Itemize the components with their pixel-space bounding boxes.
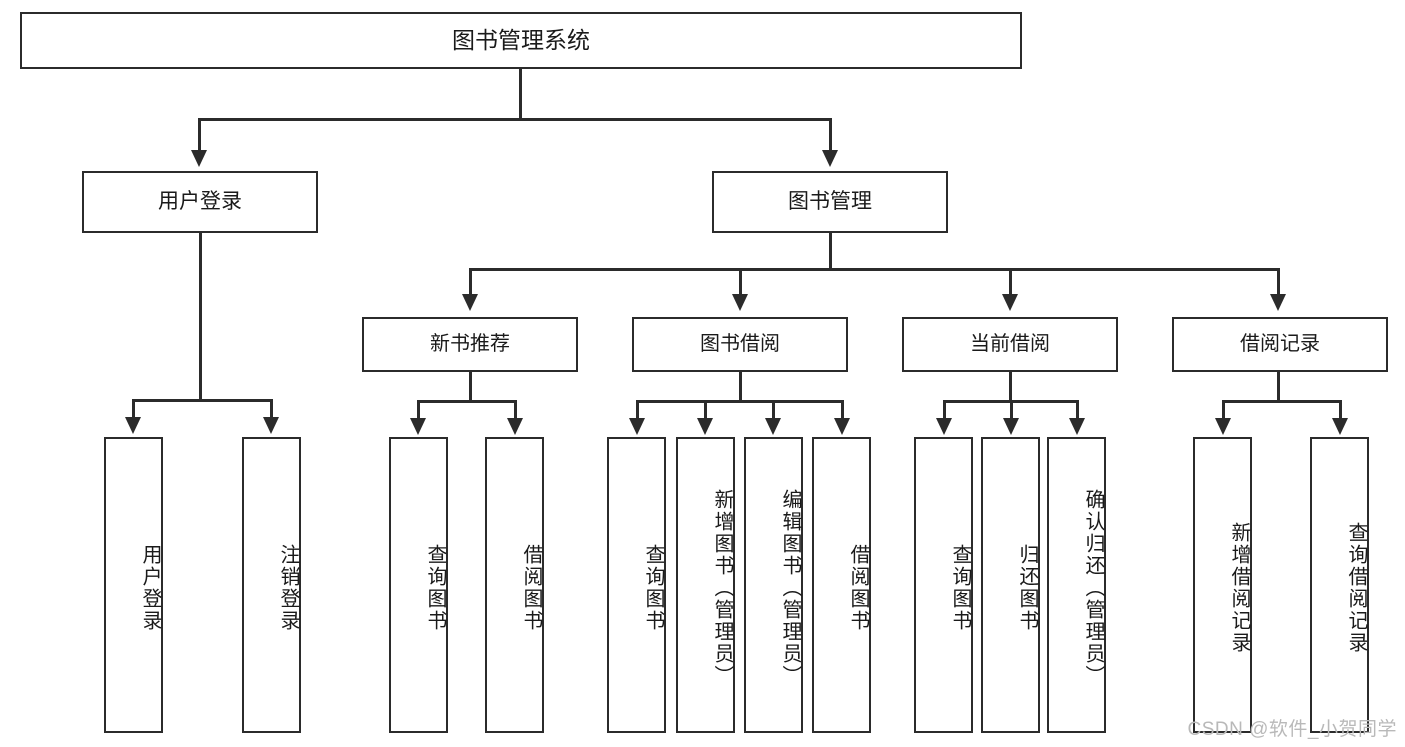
connector-user-login-to-leaf-1 <box>132 399 135 419</box>
node-root[interactable]: 图书管理系统 <box>20 12 1022 69</box>
connector-nbr-trunk <box>469 372 472 402</box>
node-label: 图书管理 <box>788 190 872 214</box>
csdn-watermark: CSDN @软件_小贺同学 <box>1187 719 1397 740</box>
node-label: 图书借阅 <box>700 333 780 356</box>
arrow-cb-to-leaf-2 <box>1003 418 1019 435</box>
connector-root-trunk <box>519 69 522 119</box>
node-leaf-add-record[interactable]: 新增借阅记录 <box>1193 437 1252 733</box>
connector-bb-to-leaf-1 <box>636 400 639 420</box>
arrow-br-to-leaf-2 <box>1332 418 1348 435</box>
arrow-nbr-to-leaf-1 <box>410 418 426 435</box>
node-label: 当前借阅 <box>970 333 1050 356</box>
node-leaf-borrow-book-1[interactable]: 借阅图书 <box>485 437 544 733</box>
node-new-book-recommend[interactable]: 新书推荐 <box>362 317 578 372</box>
connector-nbr-to-leaf-2 <box>514 400 517 420</box>
connector-br-to-leaf-1 <box>1222 400 1225 420</box>
connector-book-manage-trunk <box>829 233 832 269</box>
arrow-nbr-to-leaf-2 <box>507 418 523 435</box>
arrow-bb-to-leaf-1 <box>629 418 645 435</box>
connector-bb-bus <box>636 400 842 403</box>
node-book-manage[interactable]: 图书管理 <box>712 171 948 233</box>
node-label: 借阅图书 <box>520 544 542 632</box>
connector-user-login-to-leaf-2 <box>270 399 273 419</box>
node-leaf-add-book[interactable]: 新增图书（管理员） <box>676 437 735 733</box>
node-label: 用户登录 <box>139 544 161 632</box>
connector-bm-to-borrow-record <box>1277 268 1280 296</box>
arrow-bm-to-new-book <box>462 294 478 311</box>
connector-cb-to-leaf-3 <box>1076 400 1079 420</box>
node-label: 查询图书 <box>642 544 664 632</box>
arrow-bb-to-leaf-3 <box>765 418 781 435</box>
node-leaf-query-book-1[interactable]: 查询图书 <box>389 437 448 733</box>
node-leaf-query-book-3[interactable]: 查询图书 <box>914 437 973 733</box>
connector-bm-to-new-book <box>469 268 472 296</box>
node-label: 归还图书 <box>1016 544 1038 632</box>
connector-bm-to-book-borrow <box>739 268 742 296</box>
node-current-borrow[interactable]: 当前借阅 <box>902 317 1118 372</box>
node-label: 注销登录 <box>277 544 299 632</box>
connector-cb-trunk <box>1009 372 1012 402</box>
arrow-bb-to-leaf-2 <box>697 418 713 435</box>
node-leaf-user-login[interactable]: 用户登录 <box>104 437 163 733</box>
node-leaf-edit-book[interactable]: 编辑图书（管理员） <box>744 437 803 733</box>
arrow-user-login-to-leaf-2 <box>263 417 279 434</box>
node-label: 用户登录 <box>158 190 242 214</box>
node-label: 新增借阅记录 <box>1228 522 1250 654</box>
connector-root-bus <box>198 118 832 121</box>
arrow-bm-to-book-borrow <box>732 294 748 311</box>
node-leaf-query-record[interactable]: 查询借阅记录 <box>1310 437 1369 733</box>
node-leaf-borrow-book-2[interactable]: 借阅图书 <box>812 437 871 733</box>
connector-br-trunk <box>1277 372 1280 402</box>
arrow-br-to-leaf-1 <box>1215 418 1231 435</box>
node-label: 图书管理系统 <box>452 26 590 53</box>
arrow-cb-to-leaf-3 <box>1069 418 1085 435</box>
arrow-cb-to-leaf-1 <box>936 418 952 435</box>
connector-book-manage-bus <box>469 268 1279 271</box>
connector-bb-to-leaf-2 <box>704 400 707 420</box>
node-leaf-user-logout[interactable]: 注销登录 <box>242 437 301 733</box>
node-user-login[interactable]: 用户登录 <box>82 171 318 233</box>
connector-br-bus <box>1222 400 1341 403</box>
node-label: 查询图书 <box>949 544 971 632</box>
connector-root-to-user-login <box>198 118 201 152</box>
connector-bm-to-current-borrow <box>1009 268 1012 296</box>
connector-bb-trunk <box>739 372 742 402</box>
node-label: 编辑图书（管理员） <box>779 489 801 687</box>
connector-user-login-trunk <box>199 233 202 401</box>
node-label: 确认归还（管理员） <box>1082 489 1104 687</box>
arrow-user-login-to-leaf-1 <box>125 417 141 434</box>
arrow-bm-to-current-borrow <box>1002 294 1018 311</box>
connector-root-to-book-manage <box>829 118 832 152</box>
arrow-bm-to-borrow-record <box>1270 294 1286 311</box>
node-leaf-confirm-return[interactable]: 确认归还（管理员） <box>1047 437 1106 733</box>
arrow-root-to-book-manage <box>822 150 838 167</box>
node-leaf-query-book-2[interactable]: 查询图书 <box>607 437 666 733</box>
arrow-bb-to-leaf-4 <box>834 418 850 435</box>
node-borrow-record[interactable]: 借阅记录 <box>1172 317 1388 372</box>
node-label: 查询图书 <box>424 544 446 632</box>
node-leaf-return-book[interactable]: 归还图书 <box>981 437 1040 733</box>
connector-cb-to-leaf-1 <box>943 400 946 420</box>
node-label: 新书推荐 <box>430 333 510 356</box>
node-label: 新增图书（管理员） <box>711 489 733 687</box>
connector-bb-to-leaf-4 <box>841 400 844 420</box>
node-label: 查询借阅记录 <box>1345 522 1367 654</box>
connector-user-login-bus <box>132 399 271 402</box>
connector-bb-to-leaf-3 <box>772 400 775 420</box>
connector-cb-to-leaf-2 <box>1010 400 1013 420</box>
connector-nbr-to-leaf-1 <box>417 400 420 420</box>
node-label: 借阅图书 <box>847 544 869 632</box>
connector-nbr-bus <box>417 400 516 403</box>
arrow-root-to-user-login <box>191 150 207 167</box>
node-book-borrow[interactable]: 图书借阅 <box>632 317 848 372</box>
node-label: 借阅记录 <box>1240 333 1320 356</box>
connector-br-to-leaf-2 <box>1339 400 1342 420</box>
